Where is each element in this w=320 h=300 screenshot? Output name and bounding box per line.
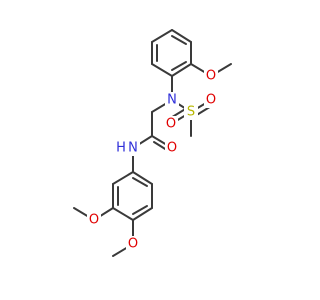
bond [171,63,192,77]
structure-diagram: N S O O O O H [73,29,232,257]
atom-o-amide: O [165,140,179,156]
atom-o-methoxy-4: O [126,236,140,252]
atom-label-h: H [116,141,126,156]
atom-label: O [206,69,216,84]
atom-label: N [128,141,138,156]
atom-label-layer: N S O O O O H [87,68,218,252]
bond [112,171,134,185]
atom-nh-amide: H N [114,140,140,156]
bond [132,205,148,215]
atom-o-sulfonyl-top: O [204,92,218,108]
bond [171,29,192,43]
atom-label: S [187,105,195,120]
atom-label: O [166,117,176,132]
molecule-canvas: N S O O O O H [73,29,232,257]
atom-n-sulfonamide: N [165,92,179,108]
bond [112,207,134,221]
atom-label: O [206,93,216,108]
bond [171,61,187,71]
bond [151,63,173,77]
bond [132,177,148,187]
atom-o-sulfonyl-bottom: O [164,116,178,132]
bond [151,29,173,43]
atom-label: O [89,213,99,228]
atom-label: N [167,93,177,108]
atom-label: O [167,141,177,156]
bond [132,171,153,185]
atom-o-methoxy-top: O [204,68,218,84]
atom-o-methoxy-3: O [87,212,101,228]
bond [171,35,187,45]
atom-label: O [128,237,138,252]
bond [132,207,153,221]
atom-s-sulfonyl: S [184,104,198,120]
